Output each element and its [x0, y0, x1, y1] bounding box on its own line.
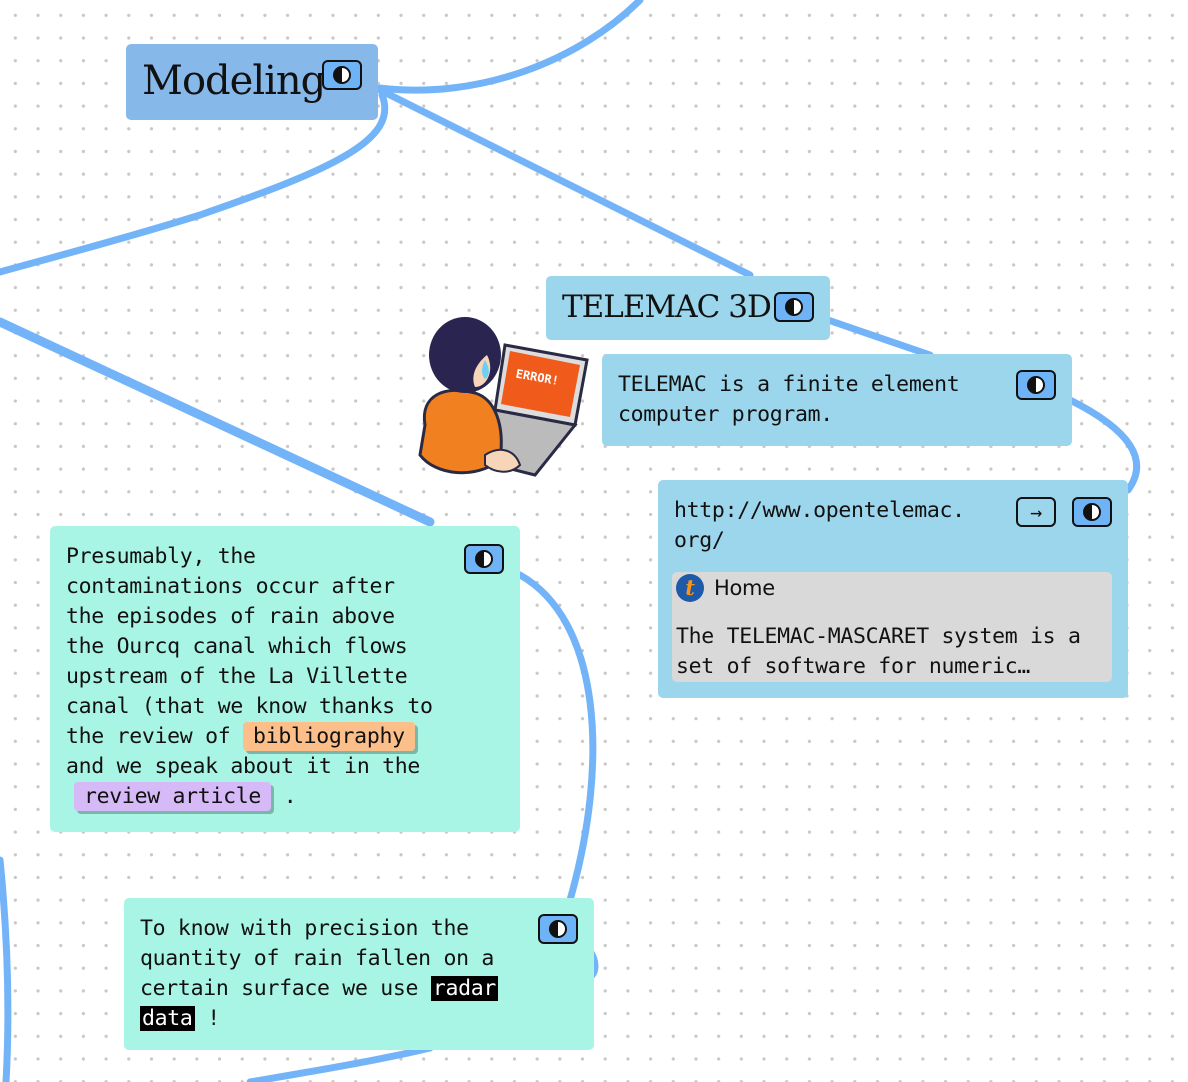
contrast-icon	[333, 66, 351, 84]
contrast-icon	[1083, 503, 1101, 521]
link-preview[interactable]: t Home The TELEMAC-MASCARET system is a s…	[672, 572, 1112, 682]
theme-toggle-button[interactable]	[774, 292, 814, 322]
contrast-icon	[1027, 376, 1045, 394]
open-link-button[interactable]: →	[1016, 497, 1056, 527]
url-text[interactable]: http://www.opentelemac. org/	[674, 496, 1112, 556]
node-title: Modeling	[142, 58, 326, 104]
favicon-icon: t	[676, 574, 704, 602]
review-article-link-chip[interactable]: review article	[74, 782, 272, 811]
contrast-icon	[785, 298, 803, 316]
node-title: TELEMAC 3D	[562, 289, 772, 325]
url-line: http://www.opentelemac.	[674, 498, 965, 523]
link-node[interactable]: http://www.opentelemac. org/ → t Home The…	[658, 480, 1128, 698]
theme-toggle-button[interactable]	[322, 60, 362, 90]
contrast-icon	[475, 550, 493, 568]
highlighted-text: radar	[430, 976, 499, 1001]
error-laptop-illustration: ERROR!	[418, 317, 589, 477]
telemac-description-node[interactable]: TELEMAC is a finite element computer pro…	[602, 354, 1072, 446]
theme-toggle-button[interactable]	[464, 544, 504, 574]
contamination-note-node[interactable]: Presumably, the contaminations occur aft…	[50, 526, 520, 832]
modeling-node[interactable]: Modeling	[126, 44, 378, 120]
highlighted-text: data	[140, 1006, 195, 1031]
node-text: To know with precision the quantity of r…	[140, 916, 499, 1031]
contrast-icon	[549, 920, 567, 938]
theme-toggle-button[interactable]	[538, 914, 578, 944]
theme-toggle-button[interactable]	[1072, 497, 1112, 527]
preview-text: set of software for numeric…	[676, 654, 1031, 679]
theme-toggle-button[interactable]	[1016, 370, 1056, 400]
node-text: TELEMAC is a finite element computer pro…	[618, 372, 960, 427]
radar-note-node[interactable]: To know with precision the quantity of r…	[124, 898, 594, 1050]
url-line: org/	[674, 528, 725, 553]
preview-title: Home	[714, 576, 775, 600]
arrow-right-icon: →	[1030, 500, 1042, 524]
node-text: Presumably, the contaminations occur aft…	[66, 544, 433, 811]
preview-text: The TELEMAC-MASCARET system is a	[676, 624, 1081, 649]
bibliography-link-chip[interactable]: bibliography	[243, 722, 415, 751]
telemac3d-node[interactable]: TELEMAC 3D	[546, 276, 830, 340]
